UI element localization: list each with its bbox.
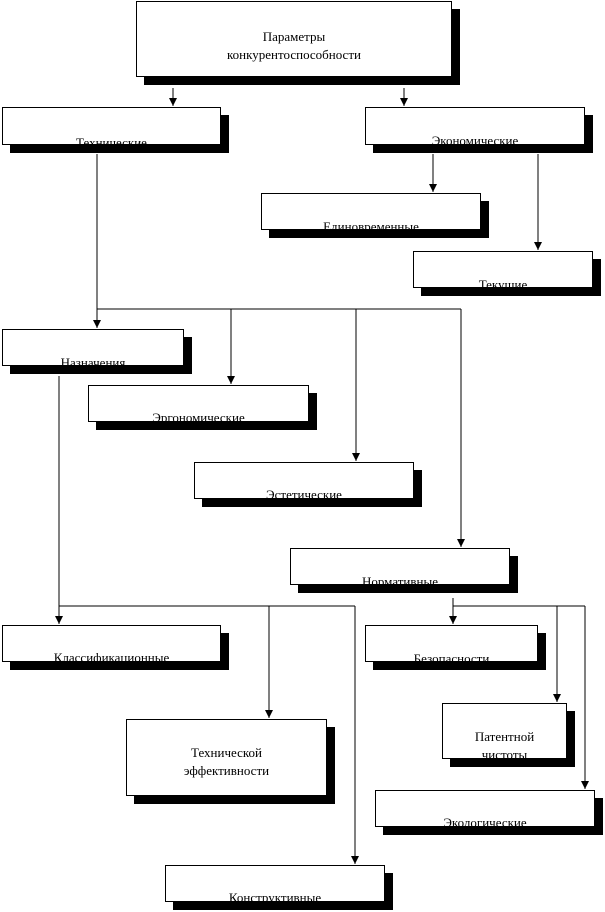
purpose-label: Назначения (60, 355, 126, 370)
purpose-node: Назначения (2, 329, 184, 370)
tech-efficiency-label: Технической эффективности (183, 745, 270, 778)
economic-label: Экономические (431, 133, 519, 148)
ecological-label: Экологические (443, 815, 527, 830)
patent-purity-label: Патентной чистоты (474, 729, 535, 762)
construction-node: Конструктивные (165, 865, 385, 905)
one-time-label: Единовременные (323, 219, 419, 234)
classification-label: Классификационные (53, 650, 170, 665)
ergonomic-label: Эргономические (152, 410, 245, 425)
technical-label: Технические (76, 135, 147, 150)
safety-label: Безопасности (413, 651, 490, 666)
safety-node: Безопасности (365, 625, 538, 666)
tech-efficiency-node: Технической эффективности (126, 719, 327, 796)
normative-label: Нормативные (361, 574, 438, 589)
current-node: Текущие (413, 251, 593, 292)
root-label: Параметры конкурентоспособности (227, 29, 361, 62)
current-label: Текущие (478, 277, 528, 292)
economic-node: Экономические (365, 107, 585, 148)
one-time-node: Единовременные (261, 193, 481, 234)
technical-node: Технические (2, 107, 221, 150)
normative-node: Нормативные (290, 548, 510, 589)
ergonomic-node: Эргономические (88, 385, 309, 425)
root-node: Параметры конкурентоспособности (136, 1, 452, 77)
classification-node: Классификационные (2, 625, 221, 665)
patent-purity-node: Патентной чистоты (442, 703, 567, 762)
ecological-node: Экологические (375, 790, 595, 830)
construction-label: Конструктивные (228, 890, 322, 905)
aesthetic-label: Эстетические (266, 487, 342, 502)
aesthetic-node: Эстетические (194, 462, 414, 502)
